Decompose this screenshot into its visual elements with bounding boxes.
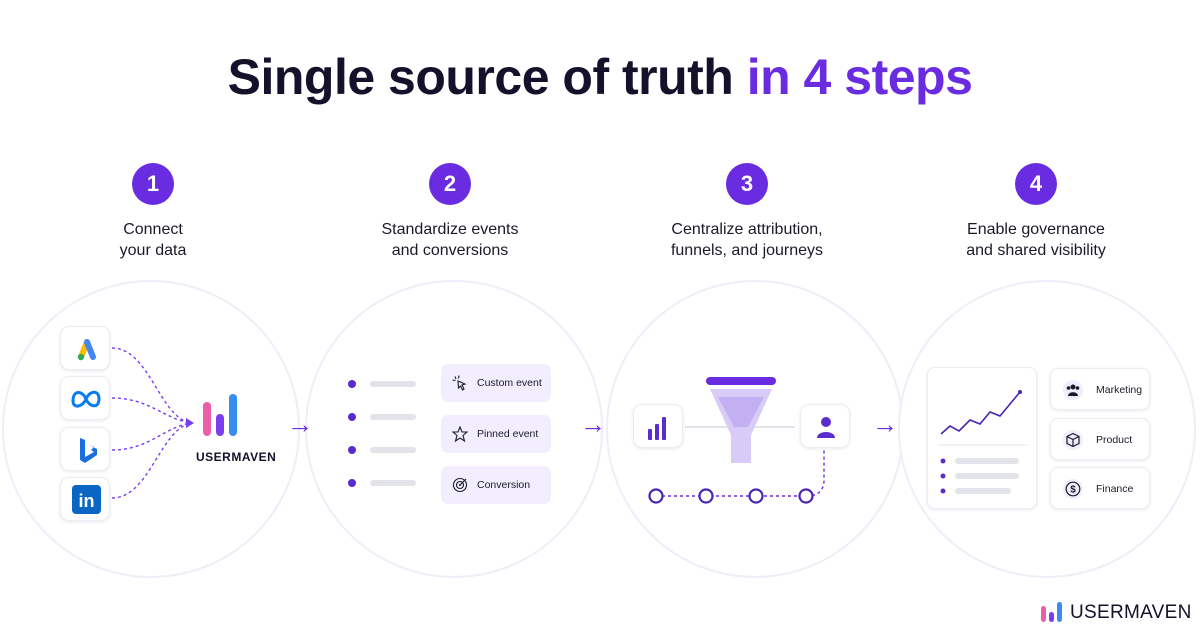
title-main: Single source of truth	[227, 49, 734, 105]
tag-icon-bg: $	[1063, 479, 1083, 499]
step-1: 1 Connect your data	[3, 163, 303, 261]
arrow-right-icon: →	[872, 409, 898, 439]
team-label: Product	[1096, 434, 1133, 446]
dollar-icon: $	[1065, 481, 1081, 497]
tag-icon-bg	[1063, 380, 1083, 400]
bar-chart-icon	[648, 417, 666, 440]
people-icon	[1066, 384, 1080, 396]
team-label: Marketing	[1096, 384, 1143, 396]
chip-label: Custom event	[477, 377, 542, 389]
usermaven-hub-label: USERMAVEN	[196, 450, 277, 464]
step-2: 2 Standardize events and conversions	[300, 163, 600, 261]
step-label: Enable governance and shared visibility	[966, 221, 1106, 259]
star-icon	[452, 426, 468, 442]
chip-conversion: Conversion	[441, 466, 551, 504]
meta-icon	[71, 390, 101, 408]
line-chart-icon	[938, 390, 1028, 494]
step-1-circle	[2, 280, 300, 578]
step-number: 1	[132, 163, 174, 205]
arrow-right-icon: →	[287, 409, 313, 439]
event-list	[348, 380, 416, 487]
linkedin-tile: in	[60, 477, 110, 521]
usermaven-logo-icon	[203, 394, 237, 436]
chip-custom-event: Custom event	[441, 364, 551, 402]
team-product: Product	[1050, 418, 1150, 460]
usermaven-logo-icon	[1041, 602, 1062, 622]
journey-path	[648, 450, 825, 504]
step-number: 4	[1015, 163, 1057, 205]
step-label: Standardize events and conversions	[381, 221, 519, 259]
target-icon	[452, 477, 468, 493]
team-finance: $ Finance	[1050, 467, 1150, 509]
bing-icon	[80, 438, 97, 463]
step-4: 4 Enable governance and shared visibilit…	[886, 163, 1186, 261]
step-number: 3	[726, 163, 768, 205]
meta-tile	[60, 376, 110, 420]
bing-tile	[60, 427, 110, 471]
step-label: Centralize attribution, funnels, and jou…	[670, 221, 824, 259]
chip-label: Pinned event	[477, 428, 539, 440]
cube-icon	[1066, 432, 1080, 448]
team-marketing: Marketing	[1050, 368, 1150, 410]
page-title: Single source of truth in 4 steps	[0, 48, 1200, 106]
analytics-tile	[633, 404, 683, 448]
team-label: Finance	[1096, 483, 1134, 495]
funnel-icon	[685, 377, 795, 463]
cursor-click-icon	[452, 375, 467, 391]
user-icon	[817, 417, 835, 438]
google-ads-tile	[60, 326, 110, 370]
brand-name: USERMAVEN	[1070, 602, 1192, 623]
svg-text:in: in	[79, 491, 95, 511]
arrow-right-icon: →	[580, 409, 606, 439]
linkedin-icon: in	[72, 485, 101, 514]
svg-text:$: $	[1070, 485, 1076, 496]
user-tile	[800, 404, 850, 448]
step-label: Connect your data	[119, 221, 187, 259]
chip-pinned-event: Pinned event	[441, 415, 551, 453]
chip-label: Conversion	[477, 479, 531, 491]
step-3: 3 Centralize attribution, funnels, and j…	[597, 163, 897, 261]
google-ads-icon	[77, 339, 96, 361]
shared-dashboard-card	[927, 367, 1037, 509]
tag-icon-bg	[1063, 430, 1083, 450]
title-accent: in 4 steps	[746, 49, 973, 105]
step-number: 2	[429, 163, 471, 205]
